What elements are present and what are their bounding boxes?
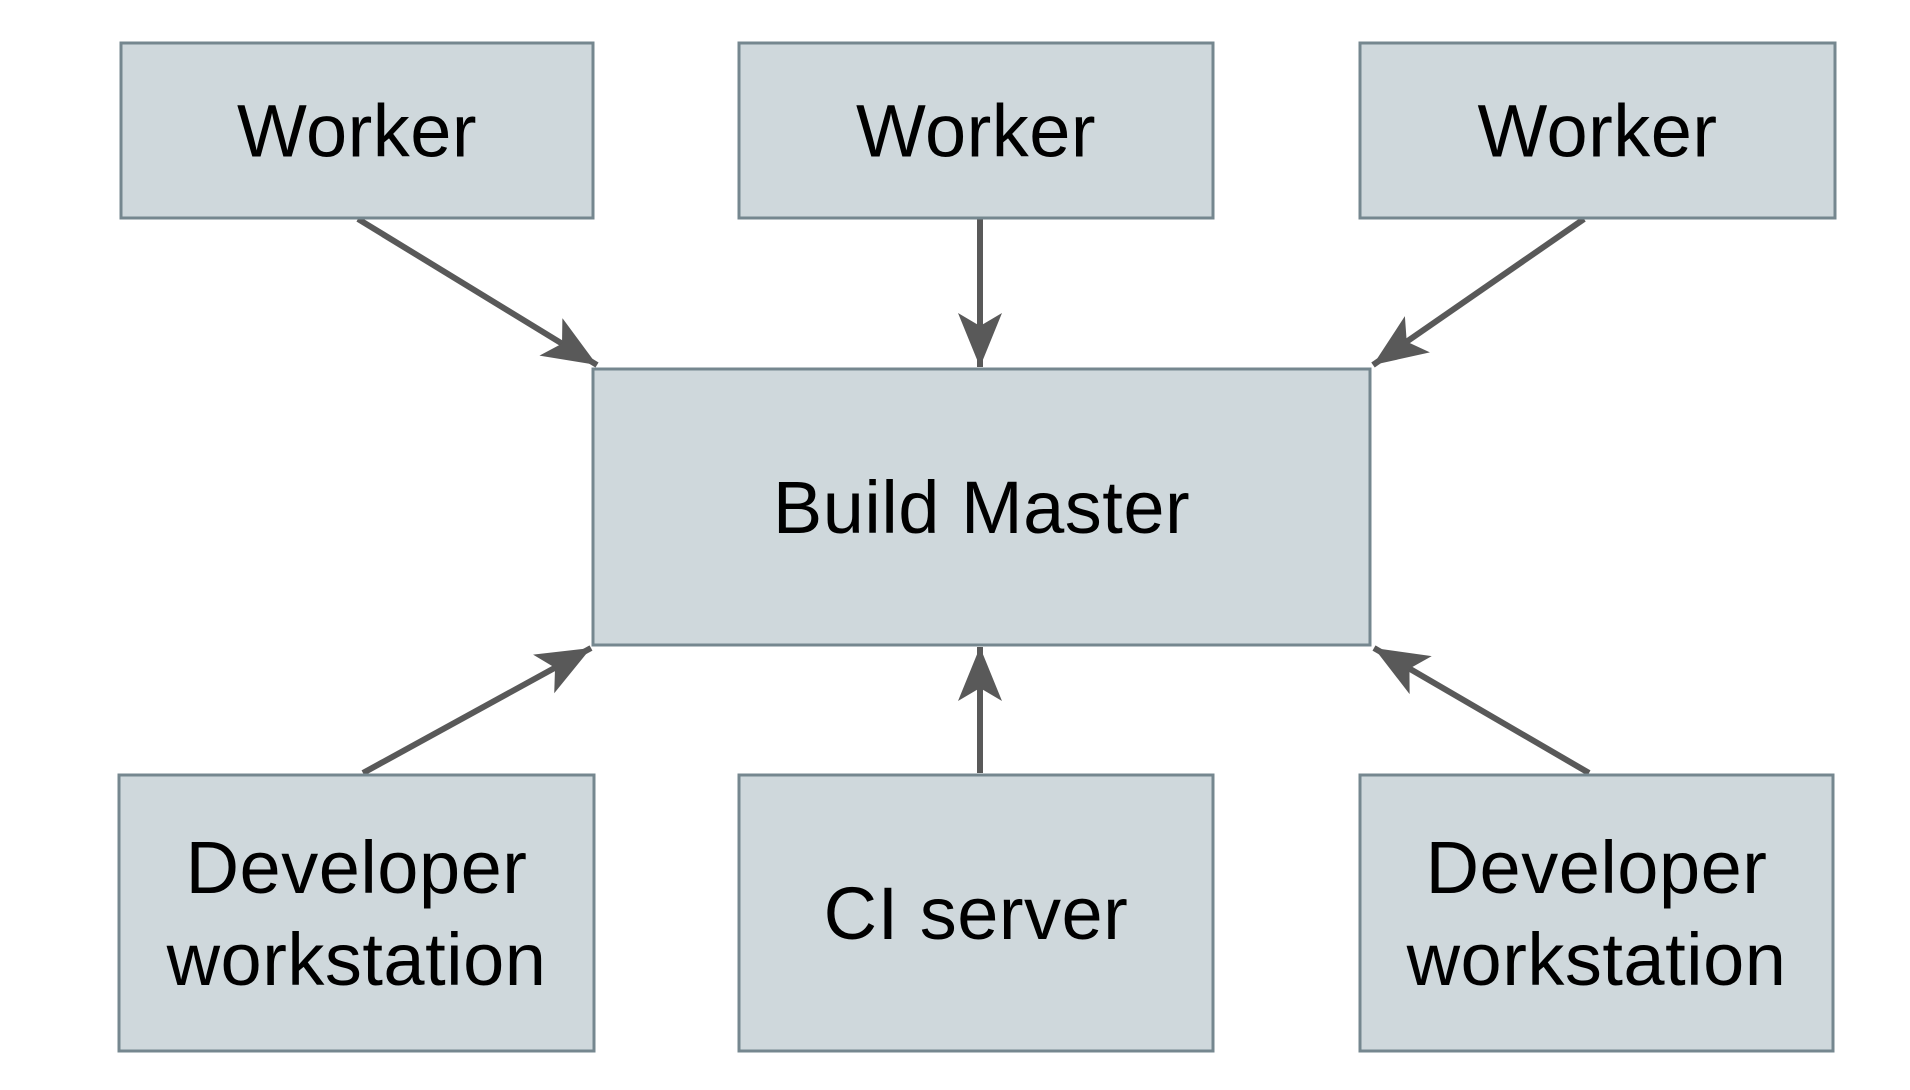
node-build-master-box <box>591 367 1372 647</box>
edge-worker-1-to-build-master <box>356 216 599 368</box>
edges-layer <box>356 216 1591 776</box>
node-worker-2-box <box>737 41 1215 220</box>
node-worker-3-box <box>1358 41 1837 220</box>
node-build-master: Build Master <box>591 367 1372 647</box>
node-ci-server: CI server <box>737 773 1215 1053</box>
node-ci-server-label: CI server <box>824 872 1129 955</box>
node-worker-2: Worker <box>737 41 1215 220</box>
node-worker-1-label: Worker <box>237 89 477 172</box>
node-build-master-label: Build Master <box>773 466 1190 549</box>
edge-developer-workstation-left-to-build-master <box>361 645 593 776</box>
node-worker-3-label: Worker <box>1477 89 1717 172</box>
node-developer-workstation-right-box <box>1358 773 1835 1053</box>
edge-worker-3-to-build-master <box>1371 216 1586 368</box>
node-worker-3: Worker <box>1358 41 1837 220</box>
node-ci-server-box <box>737 773 1215 1053</box>
node-worker-1: Worker <box>119 41 595 220</box>
node-worker-1-box <box>119 41 595 220</box>
edge-developer-workstation-right-to-build-master <box>1372 645 1591 776</box>
node-worker-2-label: Worker <box>856 89 1096 172</box>
node-developer-workstation-left-box <box>117 773 596 1053</box>
